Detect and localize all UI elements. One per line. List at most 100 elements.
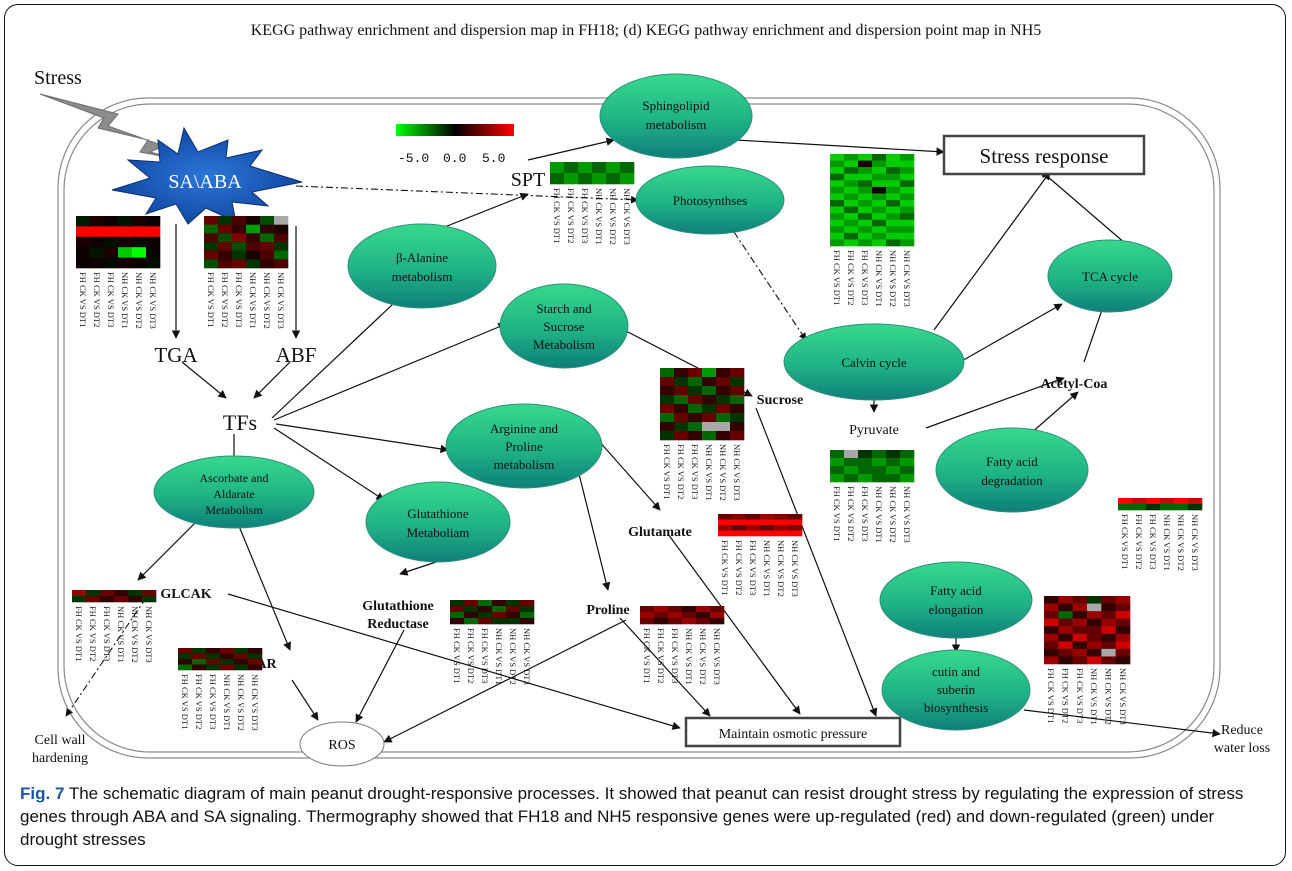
- heatmap-cell: [550, 162, 565, 174]
- heatmap-cell: [204, 242, 219, 251]
- heatmap-cell: [1072, 611, 1088, 619]
- heatmap-cell: [654, 606, 669, 613]
- heatmap-cell: [788, 519, 803, 526]
- heatmap-column-label: FH CK VS DT1: [206, 272, 216, 327]
- heatmap-cell: [872, 213, 887, 221]
- heatmap-cell: [104, 216, 119, 227]
- heatmap-cell: [76, 236, 91, 248]
- heatmap-cell: [830, 466, 845, 475]
- heatmap-cell: [592, 173, 607, 185]
- arrow-tca-stress: [1039, 169, 1127, 245]
- heatmap-cell: [1188, 498, 1203, 505]
- heatmap-cell: [886, 466, 901, 475]
- heatmap-cell: [830, 450, 845, 459]
- heatmap-cell: [886, 213, 901, 221]
- heatmap-cell: [844, 173, 859, 181]
- arrow-glutamate-osmotic: [667, 533, 801, 715]
- heatmap-cell: [1115, 648, 1131, 657]
- heatmap-cell: [146, 216, 161, 227]
- heatmap-column-label: NH CK VS DT2: [236, 674, 246, 731]
- ellipse-label: Proline: [505, 439, 543, 454]
- heatmap-cell: [844, 232, 859, 240]
- heatmap-cell: [688, 413, 703, 423]
- heatmap-cell: [450, 612, 465, 619]
- ellipse-fatty-degradation: Fatty acid degradation: [935, 427, 1089, 513]
- heatmap-cell: [718, 514, 733, 520]
- heatmap-column-label: NH CK VS DT3: [622, 188, 632, 245]
- heatmap-cell: [702, 377, 717, 387]
- heatmap-cell: [900, 154, 915, 161]
- heatmap-cell: [716, 386, 731, 396]
- heatmap-cell: [506, 618, 521, 625]
- arrow-reductase-ros: [355, 629, 405, 723]
- heatmap-cell: [872, 450, 887, 459]
- heatmap-cell: [716, 368, 731, 378]
- heatmap-cell: [90, 257, 105, 269]
- arrow-tfs-arginine: [275, 423, 449, 454]
- heatmap-column-label: FH CK VS DT1: [832, 250, 842, 305]
- heatmap-cell: [1058, 596, 1073, 604]
- heatmap-cell: [900, 167, 915, 175]
- heatmap-cell: [478, 600, 493, 607]
- arrow-arginine-glutamate: [597, 439, 661, 511]
- heatmap-cell: [1044, 656, 1059, 665]
- heatmap-cell: [520, 600, 535, 607]
- ellipse-tca: TCA cycle: [1047, 239, 1173, 313]
- heatmap-cell: [886, 450, 901, 459]
- heatmap-cell: [660, 386, 675, 396]
- heatmap-cell: [550, 173, 565, 185]
- heatmap-column-label: NH CK VS DT3: [1118, 668, 1128, 725]
- heatmap-cell: [1160, 498, 1175, 505]
- heatmap-cell: [900, 173, 915, 181]
- heatmap-cell: [844, 466, 859, 475]
- heatmap-cell: [844, 160, 859, 168]
- heatmap-cell: [1072, 656, 1088, 665]
- heatmap-cell: [234, 659, 249, 665]
- heatmap-cell: [730, 404, 745, 414]
- heatmap-cell: [1115, 611, 1131, 619]
- heatmap-cell: [702, 431, 717, 441]
- heatmap-cell: [76, 216, 91, 227]
- heatmap-column-label: NH CK VS DT1: [1089, 668, 1099, 725]
- heatmap-cell: [260, 224, 275, 234]
- heatmap-cell: [606, 173, 621, 185]
- heatmap-cell: [1058, 626, 1073, 635]
- arrow-dhar-ros: [291, 679, 319, 721]
- heatmap-cell: [844, 239, 859, 247]
- heatmap-cell: [900, 466, 915, 475]
- heatmap-cell: [104, 247, 119, 258]
- heatmap-column-label: FH CK VS DT2: [676, 444, 686, 499]
- heatmap-column-label: NH CK VS DT3: [148, 272, 158, 329]
- heatmap-cell: [1160, 504, 1175, 511]
- arrow-photo-calvin: [733, 231, 807, 341]
- heatmap-cell: [274, 233, 289, 243]
- heatmap-column-label: FH CK VS DT3: [1075, 668, 1085, 723]
- heatmap-cell: [1058, 641, 1073, 650]
- heatmap-column-label: NH CK VS DT2: [134, 272, 144, 329]
- heatmap-cell: [774, 514, 789, 520]
- heatmap-cell: [132, 236, 147, 248]
- ellipse-label: Glutathione: [407, 506, 469, 521]
- heatmap-cell: [520, 618, 535, 625]
- heatmap-column-label: NH CK VS DT1: [762, 540, 772, 597]
- heatmap-cell: [858, 186, 873, 194]
- heatmap-cell: [1146, 504, 1161, 511]
- heatmap-cell: [100, 590, 115, 597]
- node-tga: TGA: [154, 343, 198, 367]
- ellipse-label: Sucrose: [543, 319, 584, 334]
- heatmap-cell: [774, 530, 789, 537]
- ellipse-label: Calvin cycle: [841, 355, 907, 370]
- heatmap-cell: [718, 530, 733, 537]
- heatmap-column-label: FH CK VS DT1: [78, 272, 88, 327]
- heatmap-column-label: NH CK VS DT1: [594, 188, 604, 245]
- heatmap-cell: [886, 206, 901, 214]
- node-abf: ABF: [276, 343, 317, 367]
- heatmap-cell: [872, 167, 887, 175]
- legend-max: 5.0: [482, 151, 505, 166]
- heatmap-cell: [1072, 633, 1088, 642]
- heatmap-cell: [464, 618, 479, 625]
